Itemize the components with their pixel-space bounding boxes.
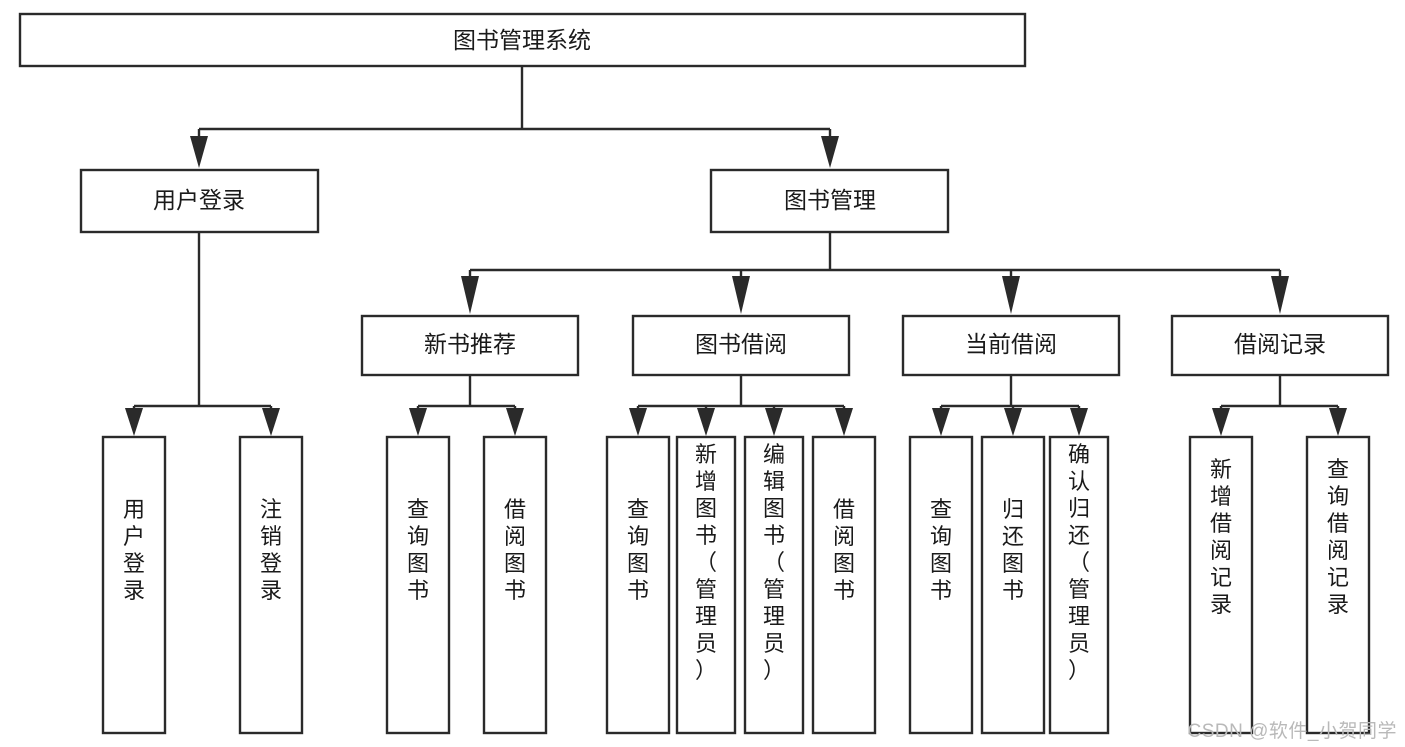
node-book-borrow-label: 图书借阅 bbox=[695, 331, 787, 357]
node-leaf-user-login-label: 用户登录 bbox=[123, 497, 145, 603]
arrow-to-leaf-query-book-2 bbox=[629, 408, 647, 436]
node-leaf-edit-book[interactable]: 编辑图书（管理员） bbox=[743, 435, 805, 735]
node-leaf-borrow-book-2-box[interactable] bbox=[811, 435, 877, 735]
arrow-to-leaf-borrow-book-2 bbox=[835, 408, 853, 436]
node-leaf-confirm-return-label: 确认归还（管理员） bbox=[1068, 442, 1090, 683]
node-leaf-borrow-book-1-box[interactable] bbox=[482, 435, 548, 735]
arrow-to-new-book-rec bbox=[461, 276, 479, 314]
node-leaf-query-book-2[interactable]: 查询图书 bbox=[605, 435, 671, 735]
node-current-borrow-label: 当前借阅 bbox=[965, 331, 1057, 357]
edge-group-new-book-rec-children bbox=[409, 375, 524, 436]
node-leaf-add-book-box[interactable] bbox=[675, 435, 737, 735]
arrow-to-leaf-query-book-3 bbox=[932, 408, 950, 436]
node-borrow-record-box[interactable] bbox=[1170, 314, 1390, 377]
node-leaf-edit-book-label: 编辑图书（管理员） bbox=[763, 442, 785, 683]
node-leaf-query-book-1[interactable]: 查询图书 bbox=[385, 435, 451, 735]
edge-group-user-login-children bbox=[125, 232, 280, 436]
arrow-to-leaf-borrow-book-1 bbox=[506, 408, 524, 436]
node-leaf-query-book-1-box[interactable] bbox=[385, 435, 451, 735]
arrow-to-leaf-query-book-1 bbox=[409, 408, 427, 436]
arrow-to-book-borrow bbox=[732, 276, 750, 314]
arrow-to-leaf-return-book bbox=[1004, 408, 1022, 436]
node-leaf-query-record[interactable]: 查询借阅记录 bbox=[1305, 435, 1371, 735]
node-user-login[interactable]: 用户登录 bbox=[79, 168, 320, 234]
node-book-borrow[interactable]: 图书借阅 bbox=[631, 314, 851, 377]
edge-group-book-manage-children bbox=[461, 232, 1289, 314]
arrow-to-leaf-confirm-return bbox=[1070, 408, 1088, 436]
node-leaf-logout-box[interactable] bbox=[238, 435, 304, 735]
node-borrow-record[interactable]: 借阅记录 bbox=[1170, 314, 1390, 377]
node-leaf-add-book-label: 新增图书（管理员） bbox=[695, 442, 717, 683]
node-leaf-user-login-box[interactable] bbox=[101, 435, 167, 735]
node-leaf-query-record-box[interactable] bbox=[1305, 435, 1371, 735]
node-leaf-logout-label: 注销登录 bbox=[260, 497, 282, 603]
node-book-borrow-box[interactable] bbox=[631, 314, 851, 377]
node-new-book-rec-box[interactable] bbox=[360, 314, 580, 377]
node-leaf-query-book-1-label: 查询图书 bbox=[407, 497, 429, 603]
node-leaf-add-record-box[interactable] bbox=[1188, 435, 1254, 735]
node-leaf-query-book-2-label: 查询图书 bbox=[627, 497, 649, 603]
node-root-box[interactable] bbox=[18, 12, 1027, 68]
node-user-login-label: 用户登录 bbox=[153, 187, 245, 213]
edge-group-borrow-record-children bbox=[1212, 375, 1347, 436]
node-leaf-query-book-2-box[interactable] bbox=[605, 435, 671, 735]
node-leaf-borrow-book-1[interactable]: 借阅图书 bbox=[482, 435, 548, 735]
arrow-to-leaf-query-record bbox=[1329, 408, 1347, 436]
node-leaf-borrow-book-2[interactable]: 借阅图书 bbox=[811, 435, 877, 735]
edge-group-current-borrow-children bbox=[932, 375, 1088, 436]
node-leaf-borrow-book-2-label: 借阅图书 bbox=[833, 497, 855, 603]
node-book-manage[interactable]: 图书管理 bbox=[709, 168, 950, 234]
arrow-to-user-login bbox=[190, 136, 208, 168]
node-leaf-add-record-label: 新增借阅记录 bbox=[1210, 457, 1232, 617]
node-current-borrow[interactable]: 当前借阅 bbox=[901, 314, 1121, 377]
node-leaf-add-book[interactable]: 新增图书（管理员） bbox=[675, 435, 737, 735]
node-leaf-query-book-3-box[interactable] bbox=[908, 435, 974, 735]
node-borrow-record-label: 借阅记录 bbox=[1234, 331, 1326, 357]
arrow-to-leaf-edit-book bbox=[765, 408, 783, 436]
arrow-to-book-manage bbox=[821, 136, 839, 168]
edge-group-root-children bbox=[190, 66, 839, 168]
node-leaf-query-record-label: 查询借阅记录 bbox=[1327, 457, 1349, 617]
node-leaf-borrow-book-1-label: 借阅图书 bbox=[504, 497, 526, 603]
node-leaf-confirm-return[interactable]: 确认归还（管理员） bbox=[1048, 435, 1110, 735]
node-leaf-return-book-box[interactable] bbox=[980, 435, 1046, 735]
arrow-to-current-borrow bbox=[1002, 276, 1020, 314]
arrow-to-leaf-add-record bbox=[1212, 408, 1230, 436]
connector-layer bbox=[125, 66, 1347, 436]
node-new-book-rec-label: 新书推荐 bbox=[424, 331, 516, 357]
node-leaf-confirm-return-box[interactable] bbox=[1048, 435, 1110, 735]
node-leaf-query-book-3[interactable]: 查询图书 bbox=[908, 435, 974, 735]
node-leaf-query-book-3-label: 查询图书 bbox=[930, 497, 952, 603]
arrow-to-borrow-record bbox=[1271, 276, 1289, 314]
edge-group-book-borrow-children bbox=[629, 375, 853, 436]
csdn-watermark: CSDN @软件_小贺同学 bbox=[1187, 721, 1397, 742]
node-book-manage-label: 图书管理 bbox=[784, 187, 876, 213]
node-root[interactable]: 图书管理系统 bbox=[18, 12, 1027, 68]
node-user-login-box[interactable] bbox=[79, 168, 320, 234]
node-root-label: 图书管理系统 bbox=[453, 27, 591, 53]
node-leaf-return-book-label: 归还图书 bbox=[1002, 497, 1024, 603]
node-new-book-rec[interactable]: 新书推荐 bbox=[360, 314, 580, 377]
arrow-to-leaf-add-book bbox=[697, 408, 715, 436]
node-leaf-logout[interactable]: 注销登录 bbox=[238, 435, 304, 735]
node-leaf-edit-book-box[interactable] bbox=[743, 435, 805, 735]
node-current-borrow-box[interactable] bbox=[901, 314, 1121, 377]
arrow-to-leaf-user-login bbox=[125, 408, 143, 436]
node-book-manage-box[interactable] bbox=[709, 168, 950, 234]
arrow-to-leaf-logout bbox=[262, 408, 280, 436]
node-leaf-return-book[interactable]: 归还图书 bbox=[980, 435, 1046, 735]
node-leaf-user-login[interactable]: 用户登录 bbox=[101, 435, 167, 735]
node-leaf-add-record[interactable]: 新增借阅记录 bbox=[1188, 435, 1254, 735]
